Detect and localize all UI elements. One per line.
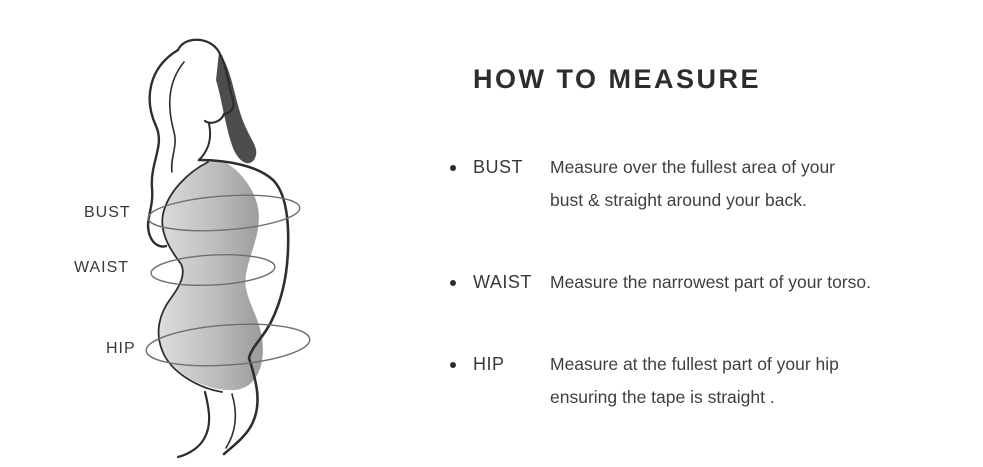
bullet-icon bbox=[450, 165, 456, 171]
woman-figure-illustration bbox=[145, 38, 311, 459]
description-line: Measure over the fullest area of your bbox=[550, 157, 836, 177]
description-line: ensuring the tape is straight . bbox=[550, 387, 775, 407]
measure-description-waist: Measure the narrowest part of your torso… bbox=[550, 266, 960, 299]
hip-tape-ellipse bbox=[145, 323, 311, 367]
measure-label-hip: HIP bbox=[473, 354, 505, 374]
inner-leg-line bbox=[225, 393, 237, 449]
measure-description-hip: Measure at the fullest part of your hip … bbox=[550, 348, 960, 414]
hair-right-mass bbox=[216, 52, 257, 164]
body-left-line bbox=[157, 161, 223, 393]
measurement-illustration: BUST WAIST HIP bbox=[0, 0, 430, 467]
measure-description-bust: Measure over the fullest area of your bu… bbox=[550, 151, 960, 217]
measure-item-waist: WAIST Measure the narrowest part of your… bbox=[450, 266, 960, 299]
figure-label-bust: BUST bbox=[84, 204, 131, 221]
measure-item-bust: BUST Measure over the fullest area of yo… bbox=[450, 151, 960, 217]
bust-tape-ellipse bbox=[147, 194, 301, 232]
hair-inner-stroke bbox=[168, 61, 185, 173]
description-line: Measure at the fullest part of your hip bbox=[550, 354, 839, 374]
hair-left-stroke bbox=[146, 48, 180, 248]
dress-shape bbox=[159, 160, 263, 391]
figure-label-waist: WAIST bbox=[74, 259, 130, 276]
description-line: Measure the narrowest part of your torso… bbox=[550, 272, 871, 292]
description-line: bust & straight around your back. bbox=[550, 190, 807, 210]
left-leg-line bbox=[176, 390, 211, 459]
neck-line bbox=[198, 123, 212, 161]
measure-item-hip: HIP Measure at the fullest part of your … bbox=[450, 348, 960, 414]
waist-tape-ellipse bbox=[150, 253, 276, 287]
measure-label-bust: BUST bbox=[473, 157, 524, 177]
bullet-icon bbox=[450, 280, 456, 286]
instructions-panel: HOW TO MEASURE BUST Measure over the ful… bbox=[450, 64, 960, 463]
body-right-line bbox=[197, 158, 290, 456]
figure-label-hip: HIP bbox=[106, 340, 136, 357]
page-title: HOW TO MEASURE bbox=[473, 64, 762, 94]
bullet-icon bbox=[450, 362, 456, 368]
measure-label-waist: WAIST bbox=[473, 272, 532, 292]
